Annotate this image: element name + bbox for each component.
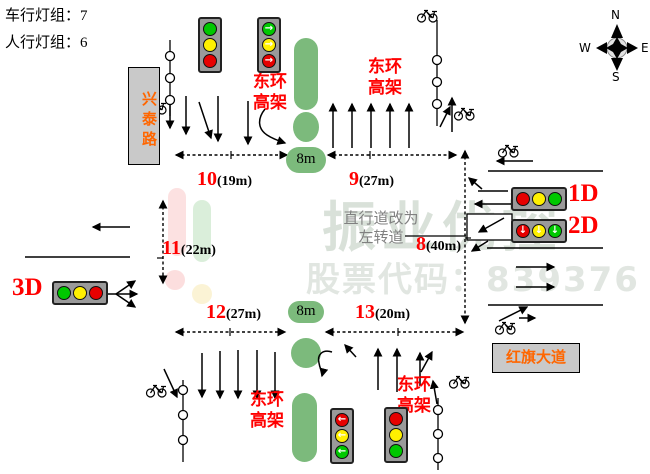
green-light [548, 192, 562, 206]
compass-north-label: N [611, 8, 620, 22]
lane-arrows-north-approach [165, 96, 287, 146]
red-left-arrow-light: ← [335, 413, 349, 427]
red-light [389, 412, 403, 426]
red-down-arrow-light: ↓ [516, 224, 530, 238]
green-light [203, 22, 217, 36]
road-edge-lines [25, 170, 603, 306]
watermark-stock-code: 股票代码：839376 [306, 260, 640, 300]
green-light [389, 444, 403, 458]
lane-arrows-south-approach [317, 344, 439, 405]
traffic-light-south-left-arrow: ← ← ← [330, 408, 354, 464]
elevated-label-north-right: 东环 高架 [368, 57, 402, 97]
compass-icon [596, 24, 638, 71]
measure-12: 12(27m) [206, 301, 261, 323]
yellow-light [532, 192, 546, 206]
traffic-light-2d-down-arrow: ↓ ↓ ↓ [511, 219, 567, 243]
red-right-arrow-light: → [262, 54, 276, 68]
measure-9: 9(27m) [349, 168, 394, 190]
median-islands [291, 38, 321, 462]
elevated-label-south-left: 东环 高架 [250, 390, 284, 430]
lane-arrows-south-exit [163, 350, 280, 400]
lane-arrows-west-approach [91, 222, 139, 308]
measure-11: 11(22m) [162, 237, 216, 259]
traffic-light-south-main [384, 407, 408, 463]
compass-east-label: E [641, 41, 649, 55]
road-name-hongqi: 红旗大道 [492, 343, 580, 373]
lane-arrows-east-approach [467, 156, 556, 323]
watermark-logo-bar-pink [168, 188, 186, 256]
yellow-right-arrow-light: → [262, 38, 276, 52]
lane-arrows-north-exit [328, 96, 457, 148]
signal-label-2d: 2D [568, 212, 599, 239]
measure-8: 8(40m) [416, 233, 461, 255]
green-right-arrow-light: → [262, 22, 276, 36]
traffic-light-1d [511, 187, 567, 211]
traffic-light-north-right-arrow: → → → [257, 17, 281, 73]
watermark-logo-dot-red [165, 270, 185, 290]
signal-label-1d: 1D [568, 180, 599, 207]
green-light [57, 286, 71, 300]
measurement-lines [157, 149, 471, 337]
red-light [516, 192, 530, 206]
red-light [89, 286, 103, 300]
watermark-logo-dot-yellow [192, 284, 212, 304]
red-light [203, 54, 217, 68]
pedestrian-light-group-count: 人行灯组：6 [5, 35, 88, 51]
island-width-bottom: 8m [288, 301, 324, 323]
yellow-light [203, 38, 217, 52]
measure-10: 10(19m) [197, 168, 252, 190]
green-left-arrow-light: ← [335, 445, 349, 459]
yellow-light [389, 428, 403, 442]
traffic-light-3d [52, 281, 108, 305]
measure-13: 13(20m) [355, 301, 410, 323]
road-name-xingtai: 兴泰路 [128, 67, 160, 165]
yellow-down-arrow-light: ↓ [532, 224, 546, 238]
green-down-arrow-light: ↓ [548, 224, 562, 238]
elevated-label-north-left: 东环 高架 [253, 72, 287, 112]
vehicle-light-group-count: 车行灯组：7 [5, 8, 88, 24]
island-width-top: 8m [286, 147, 326, 173]
traffic-light-north-main [198, 17, 222, 73]
compass-south-label: S [612, 70, 620, 84]
yellow-light [73, 286, 87, 300]
yellow-left-arrow-light: ← [335, 429, 349, 443]
lane-change-note: 直行道改为 左转道 [343, 211, 419, 246]
signal-label-3d: 3D [12, 274, 43, 301]
lamp-posts [164, 20, 444, 470]
watermark-logo-bar-green [193, 200, 211, 262]
compass-west-label: W [579, 41, 591, 55]
